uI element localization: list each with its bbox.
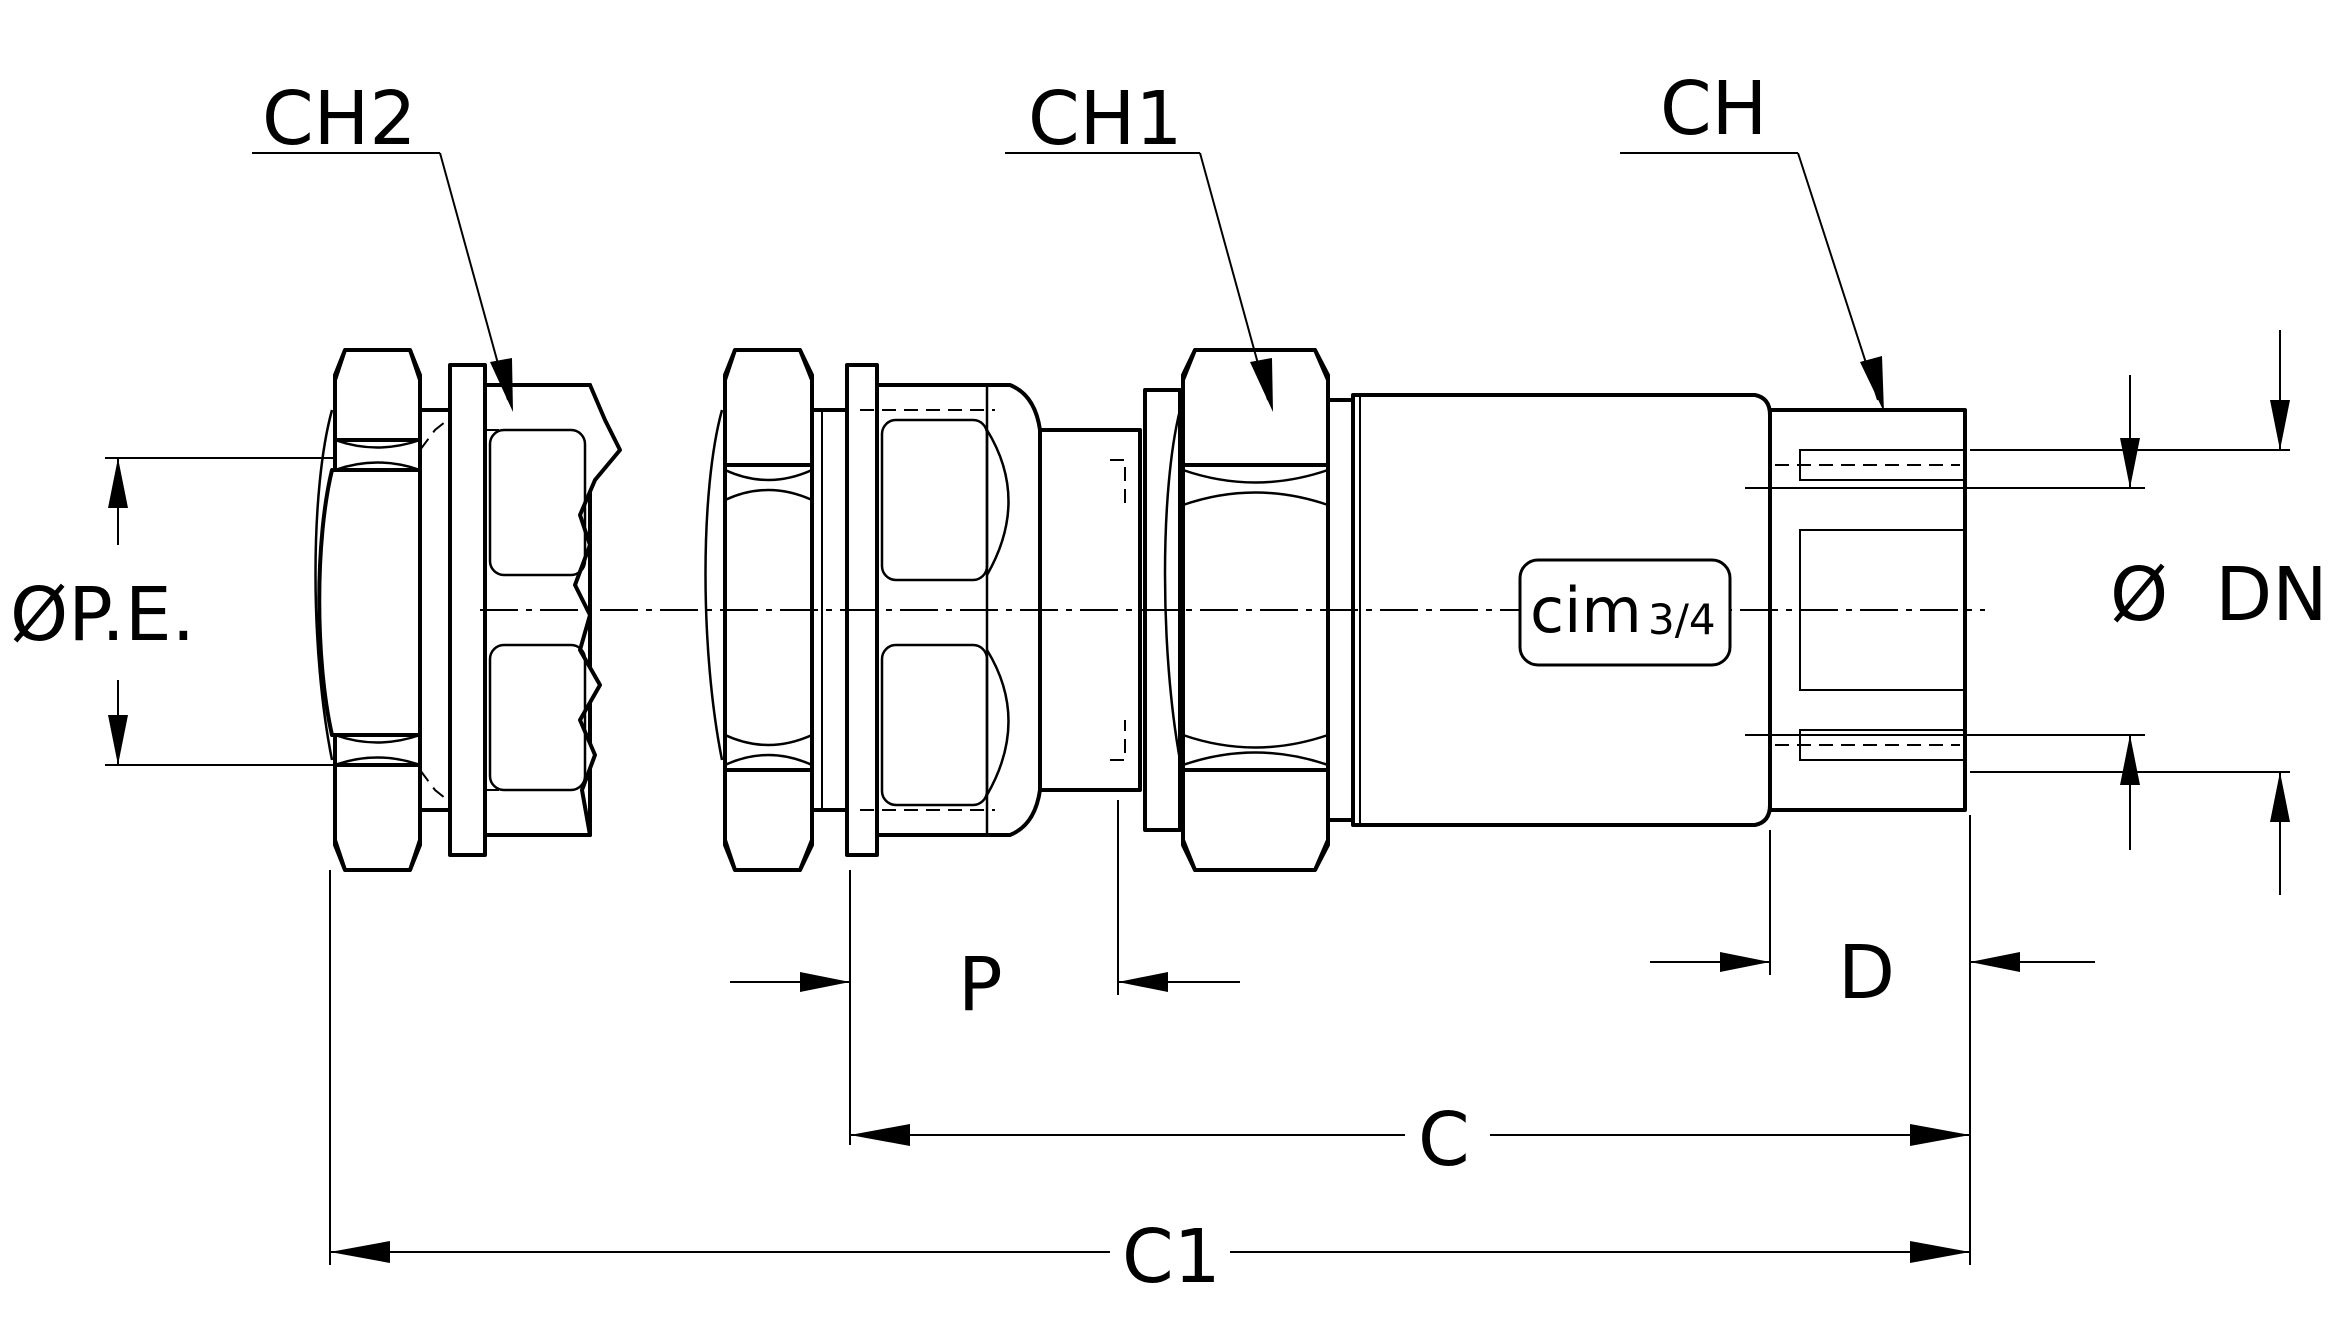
dimension-lines — [105, 330, 2290, 1265]
label-d: D — [1838, 930, 1895, 1016]
label-c1: C1 — [1122, 1214, 1221, 1300]
label-dn: Ø DN — [2110, 552, 2328, 638]
logo-brand-text: cim — [1530, 574, 1642, 647]
label-ch2: CH2 — [262, 76, 416, 162]
label-ch: CH — [1660, 66, 1767, 152]
right-hex-nut — [1163, 348, 1355, 872]
label-ch1: CH1 — [1028, 76, 1182, 162]
label-ope: ØP.E. — [10, 572, 195, 658]
brand-logo: cim 3/4 — [1518, 558, 1732, 667]
label-c: C — [1418, 1097, 1470, 1183]
leader-lines — [252, 152, 1884, 412]
label-p: P — [958, 942, 1003, 1028]
logo-size-text: 3/4 — [1648, 595, 1716, 644]
